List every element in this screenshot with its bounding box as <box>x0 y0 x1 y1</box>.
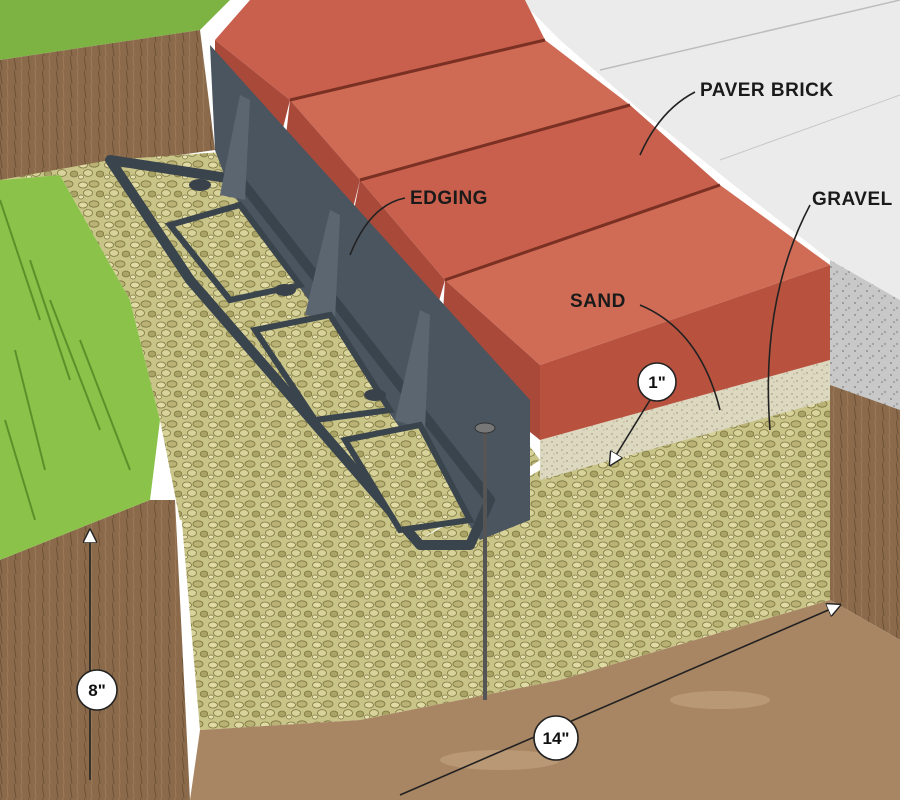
leader-lines <box>90 91 840 796</box>
svg-text:14": 14" <box>543 729 570 748</box>
paver-brick-3 <box>360 105 720 280</box>
grass-area <box>0 0 230 560</box>
svg-text:1": 1" <box>648 373 666 392</box>
label-edging: EDGING <box>410 188 488 209</box>
dimension-badges: 1" 8" 14" <box>76 362 677 761</box>
gravel-front <box>180 390 830 730</box>
svg-text:8": 8" <box>88 681 106 700</box>
dimension-badge-sand-depth: 1" <box>637 362 677 402</box>
paver-brick-1 <box>215 0 545 100</box>
soil-wall-left <box>0 30 215 800</box>
part-labels: PAVER BRICK EDGING GRAVEL SAND <box>410 80 893 312</box>
paver-brick-2 <box>290 40 630 180</box>
label-gravel: GRAVEL <box>812 189 893 210</box>
dimension-badge-trench-depth: 8" <box>76 669 118 711</box>
plastic-edging <box>105 45 530 550</box>
paver-brick-4 <box>445 185 830 365</box>
soil-wall-back <box>830 385 900 640</box>
label-sand: SAND <box>570 291 626 312</box>
dimension-badge-base-width: 14" <box>533 715 579 761</box>
label-paver-brick: PAVER BRICK <box>700 80 834 101</box>
spike-nail-icon <box>474 422 496 700</box>
